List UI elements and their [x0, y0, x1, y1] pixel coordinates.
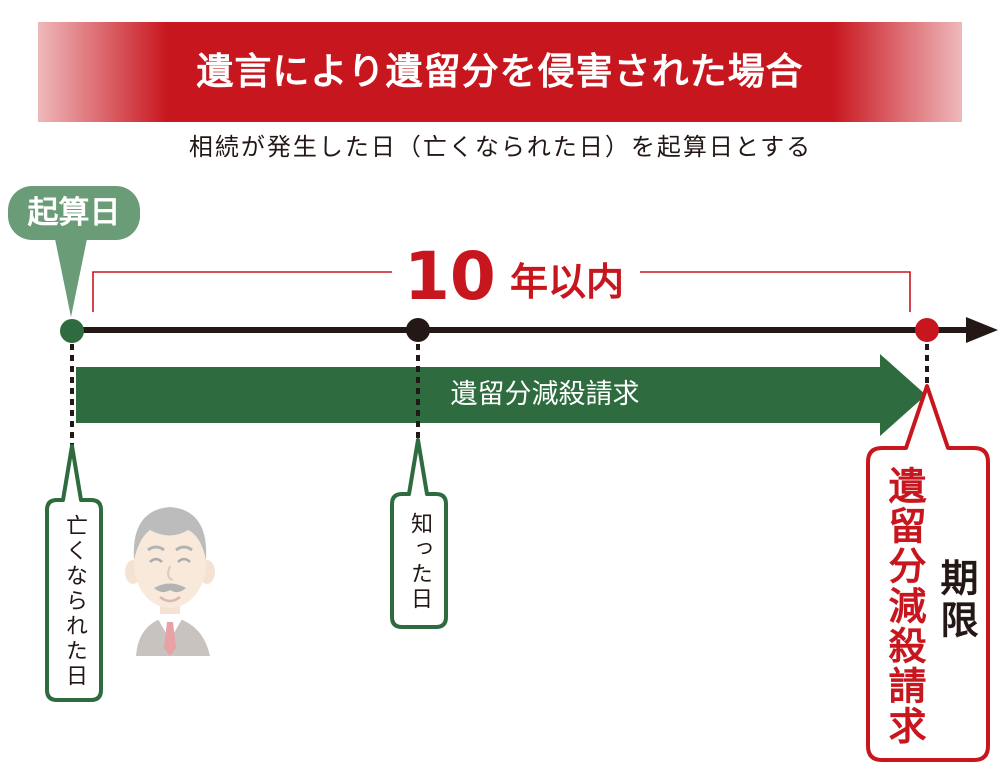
start-date-bubble-pointer [54, 234, 88, 317]
period-bracket-left [93, 272, 392, 312]
known-date-marker [406, 318, 430, 342]
deadline-marker [915, 318, 939, 342]
death-date-label: 亡くなられた日 [47, 506, 101, 696]
period-number: 10 [404, 244, 496, 310]
man-in-suit-icon [125, 507, 215, 656]
period-unit: 年以内 [510, 263, 624, 301]
claim-arrow-label: 遺留分減殺請求 [380, 378, 710, 412]
start-date-marker [60, 319, 84, 343]
start-date-label: 起算日 [8, 186, 140, 240]
timeline-arrowhead [966, 317, 998, 343]
period-bracket-right [640, 272, 910, 312]
deadline-claim-label: 遺留分減殺請求 [878, 460, 930, 752]
deadline-suffix-label: 期限 [932, 552, 980, 648]
known-date-label: 知った日 [392, 500, 446, 623]
